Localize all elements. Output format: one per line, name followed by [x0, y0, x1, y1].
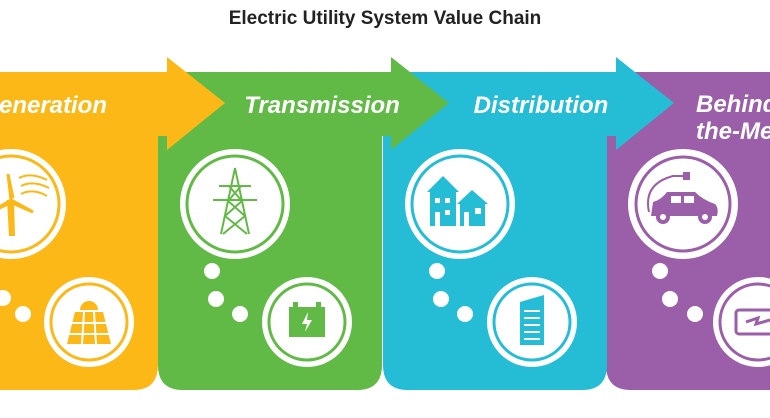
- electric-car-icon: [628, 149, 738, 259]
- solar-panel-icon: [44, 277, 134, 367]
- connector-dot: [662, 291, 678, 307]
- stage-transmission: Transmission: [158, 57, 449, 390]
- stage-label: Generation: [0, 92, 107, 119]
- connector-dot: [687, 306, 703, 322]
- stage-label: Distribution: [474, 92, 609, 119]
- connector-dot: [15, 306, 31, 322]
- transmission-tower-icon: [180, 149, 290, 259]
- diagram-title: Electric Utility System Value Chain: [228, 8, 542, 29]
- stage-behind-the-meter: Behind- the-Meter: [606, 57, 770, 390]
- connector-dot: [457, 306, 473, 322]
- smart-meter-icon: [713, 277, 770, 367]
- stage-label: Transmission: [244, 92, 400, 119]
- stage-generation: Generation: [0, 57, 225, 390]
- connector-dot: [204, 263, 220, 279]
- stage-distribution: Distribution: [383, 57, 674, 390]
- wind-turbine-icon: [0, 149, 66, 259]
- connector-dot: [232, 306, 248, 322]
- battery-icon: [262, 277, 352, 367]
- stage-label-line1: Behind-: [696, 91, 770, 118]
- connector-dot: [0, 290, 11, 306]
- connector-dot: [429, 263, 445, 279]
- stage-label-line2: the-Meter: [696, 118, 770, 145]
- connector-dot: [208, 291, 224, 307]
- office-building-icon: [487, 277, 577, 367]
- connector-dot: [652, 263, 668, 279]
- houses-icon: [405, 149, 515, 259]
- connector-dot: [433, 291, 449, 307]
